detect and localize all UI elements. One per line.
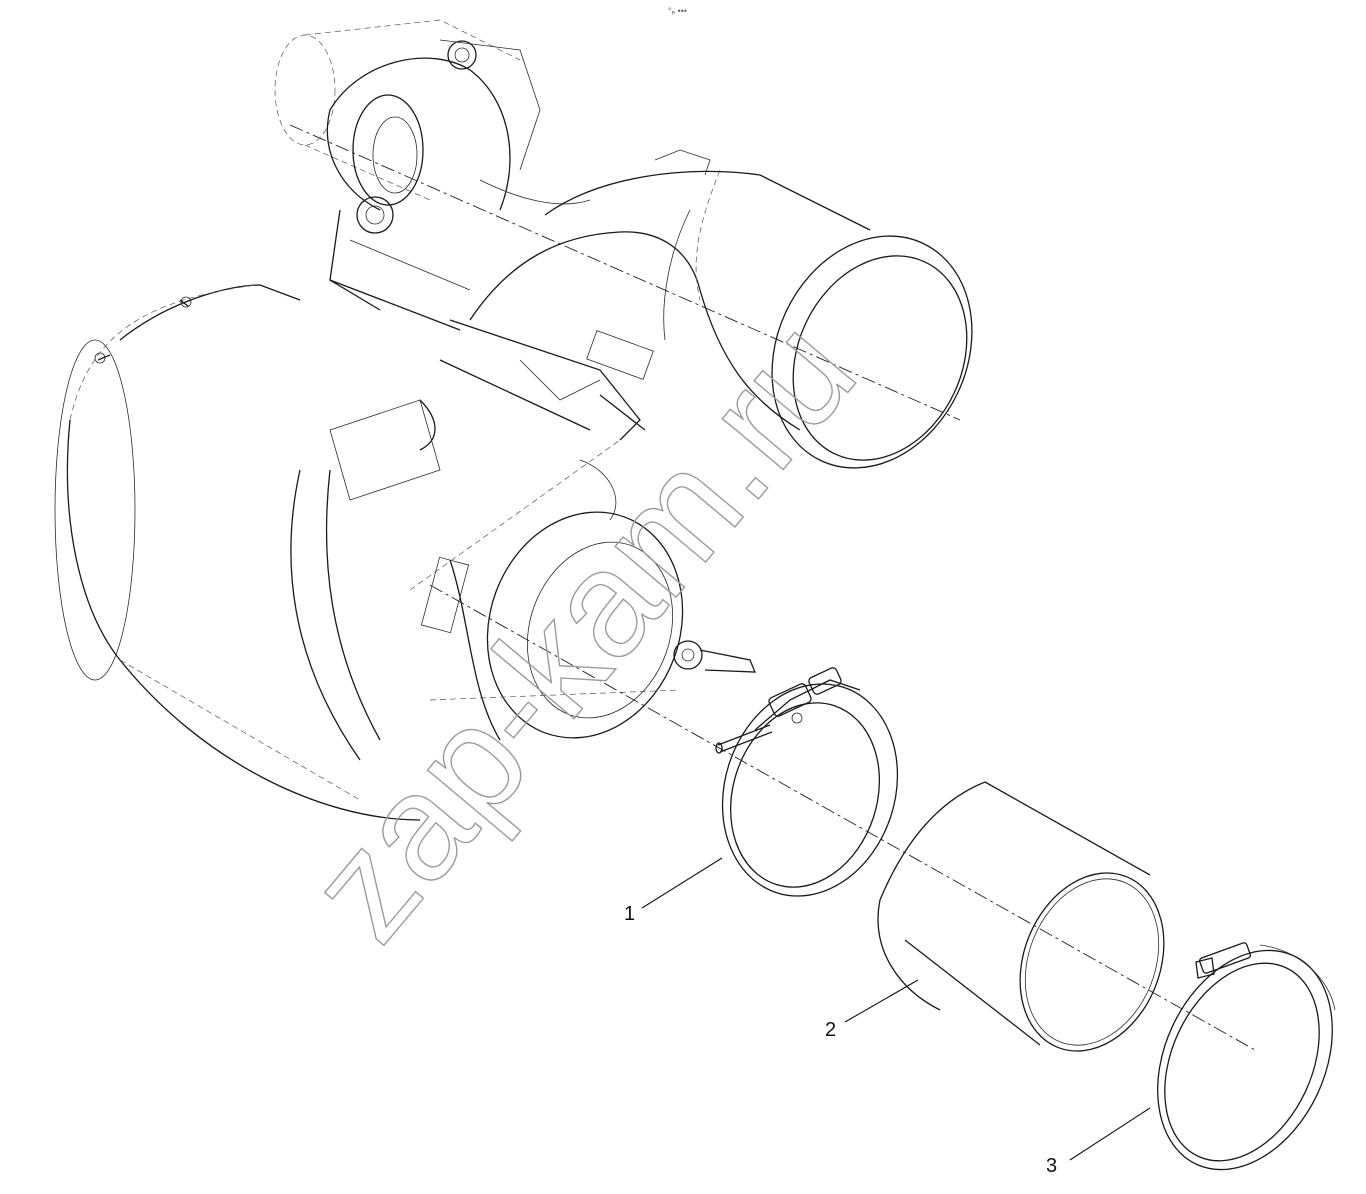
header-mark: °ₑ ••• xyxy=(668,6,687,16)
outlet-elbow-pipe xyxy=(289,124,973,469)
callout-2: 2 xyxy=(825,1019,836,1041)
watermark: zap-kam.ru xyxy=(276,288,887,971)
part-2-sleeve xyxy=(877,781,1165,1052)
part-3-hose-clamp xyxy=(1157,942,1336,1171)
engine-assembly xyxy=(54,19,1256,1051)
callout-3: 3 xyxy=(1046,1155,1057,1177)
leader-3 xyxy=(1069,1107,1151,1161)
callout-leaders xyxy=(641,857,1151,1161)
callout-1: 1 xyxy=(624,903,635,925)
turbocharger-housing xyxy=(274,19,591,331)
turbine-housing xyxy=(290,439,1256,1051)
leader-1 xyxy=(641,857,723,909)
bracket-assembly xyxy=(329,319,654,521)
part-1-clamp xyxy=(715,667,899,897)
leader-2 xyxy=(844,979,919,1023)
flywheel-housing xyxy=(54,284,421,821)
